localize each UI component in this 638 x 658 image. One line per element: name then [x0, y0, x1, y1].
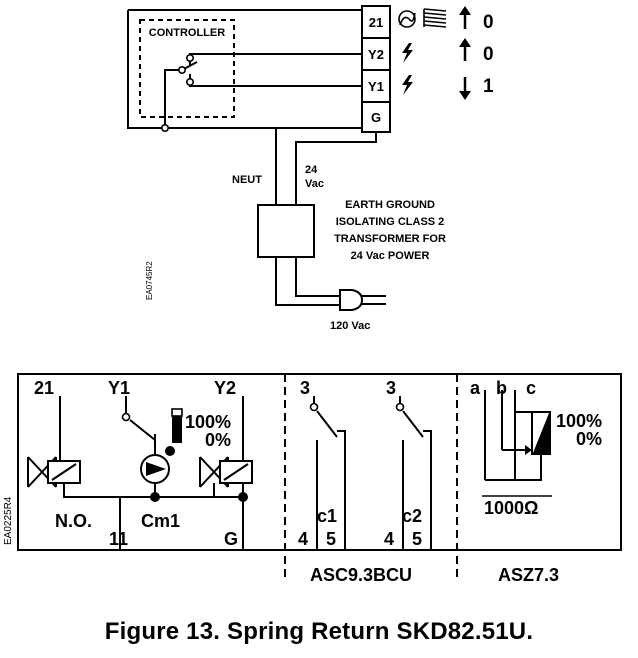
drawing-code-bottom: EA0225R4	[3, 496, 14, 545]
state-y1: 1	[483, 76, 494, 97]
arrow-down-icon	[459, 91, 471, 100]
pot-c: c	[526, 378, 536, 398]
terminal-y2-label: Y2	[368, 47, 384, 62]
bottom-frame	[17, 373, 622, 551]
arrow-up-icon	[459, 38, 471, 47]
asc-bottom-4a: 4	[298, 529, 308, 549]
transformer-line-4: 24 Vac POWER	[351, 250, 430, 262]
plug-label: 120 Vac	[330, 320, 370, 332]
wiring-diagram: 21 Y2 Y1 G CONTROLLER 0 0 1 NEUT 24 Vac …	[3, 5, 622, 585]
label-asc: ASC9.3BCU	[310, 565, 412, 585]
asc-bottom-4b: 4	[384, 529, 394, 549]
pot-0: 0%	[576, 429, 602, 449]
no-label: N.O.	[55, 511, 92, 531]
wire-y2	[189, 53, 362, 66]
terminal-21-label: 21	[369, 15, 383, 30]
wire-y1	[189, 74, 362, 87]
transformer-line-1: EARTH GROUND	[345, 199, 435, 211]
lightning-icon	[402, 43, 413, 63]
asc-bottom-5b: 5	[412, 529, 422, 549]
pot-resistance: 1000Ω	[484, 498, 538, 518]
transformer-line-3: TRANSFORMER FOR	[334, 233, 446, 245]
plug-cord	[275, 257, 340, 306]
pot-a: a	[470, 378, 481, 398]
state-y2: 0	[483, 44, 494, 65]
terminal-g-label: G	[371, 110, 381, 125]
transformer	[257, 204, 315, 258]
asc-top-right: 3	[386, 378, 396, 398]
vac24-label-2: Vac	[305, 178, 324, 190]
controller-frame	[127, 9, 362, 129]
controller-label: CONTROLLER	[149, 27, 225, 39]
pot-100: 100%	[556, 411, 602, 431]
transformer-line-2: ISOLATING CLASS 2	[336, 216, 445, 228]
spring-icon	[423, 8, 447, 28]
neut-label: NEUT	[232, 174, 262, 186]
asc-bottom-5a: 5	[326, 529, 336, 549]
terminal-21-bottom: 21	[34, 378, 54, 398]
plug	[339, 289, 364, 311]
arrow-up-icon	[459, 6, 471, 15]
label-asz: ASZ7.3	[498, 565, 559, 585]
cm1-label: Cm1	[141, 511, 180, 531]
lightning-icon	[402, 75, 413, 95]
state-21: 0	[483, 12, 494, 33]
terminal-y1-label: Y1	[368, 79, 384, 94]
asc-c1: c1	[317, 506, 337, 526]
figure-caption: Figure 13. Spring Return SKD82.51U.	[104, 618, 534, 645]
controller-box	[139, 19, 235, 118]
g-label: G	[224, 529, 238, 549]
percent-0: 0%	[205, 430, 231, 450]
rotation-icon	[398, 10, 416, 28]
wire-common	[164, 69, 182, 128]
terminal-y1-bottom: Y1	[108, 378, 130, 398]
asc-top-left: 3	[300, 378, 310, 398]
vac24-label-1: 24	[305, 164, 318, 176]
percent-100: 100%	[185, 412, 231, 432]
terminal-y2-bottom: Y2	[214, 378, 236, 398]
terminal-11: 11	[109, 529, 128, 549]
pot-b: b	[496, 378, 507, 398]
asc-c2: c2	[402, 506, 422, 526]
drawing-code-top: EA0745R2	[145, 261, 154, 300]
wire-24vac	[295, 132, 377, 205]
